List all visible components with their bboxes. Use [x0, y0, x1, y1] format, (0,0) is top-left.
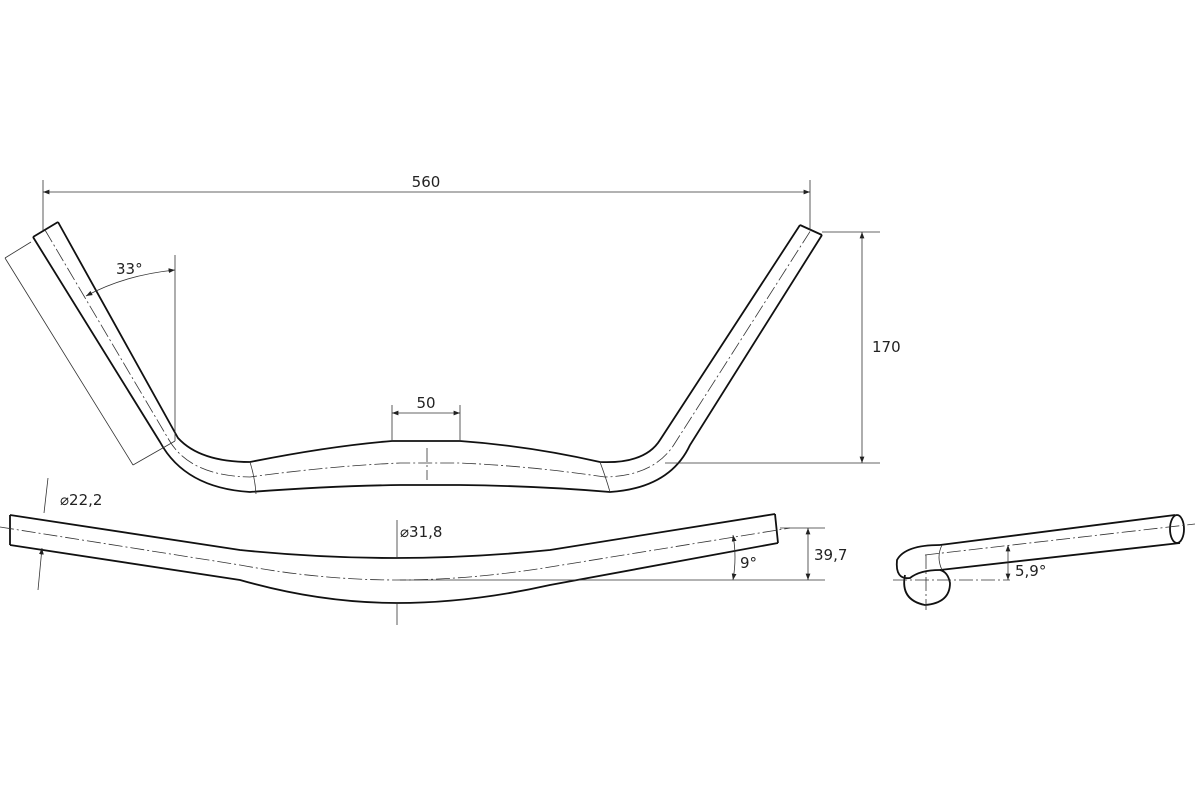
rise-extension-lines — [665, 231, 880, 464]
backsweep-angle-label: 9° — [740, 554, 757, 572]
front-view-tube-bottom — [9, 542, 779, 604]
width-label: 560 — [412, 173, 441, 191]
clamp-diameter-label: ⌀31,8 — [400, 523, 442, 541]
top-view-tube-outer-edge — [32, 234, 823, 493]
arm-length-dimension — [4, 241, 176, 466]
top-view-tube-inner-edge — [57, 221, 801, 464]
drop-extension-lines — [400, 527, 825, 581]
side-view-loop — [903, 569, 951, 606]
backsweep-angle-arc — [731, 534, 737, 581]
top-view-tube-ends — [32, 221, 823, 238]
bend-tangent-lines — [249, 461, 611, 495]
rise-label: 170 — [872, 338, 901, 356]
grip-diameter-label: ⌀22,2 — [60, 491, 102, 509]
angle-sweep-label: 33° — [116, 260, 143, 278]
side-view-tangent — [938, 544, 943, 571]
front-view-tube-ends — [9, 513, 779, 545]
front-view: ⌀31,8 ⌀22,2 39,7 9° — [0, 477, 847, 625]
side-view-tube — [939, 514, 1181, 571]
top-view: 560 170 50 33° — [4, 173, 901, 495]
side-view-bend — [895, 544, 941, 580]
side-view-centerlines — [893, 523, 1196, 610]
width-extension-lines — [42, 180, 811, 230]
tube-end-opening — [1169, 514, 1185, 544]
front-view-centerline — [0, 526, 791, 581]
grip-diameter-arrows — [38, 477, 48, 591]
angle-arc — [85, 268, 176, 297]
clamp-width-label: 50 — [416, 394, 435, 412]
top-view-centerline — [44, 229, 812, 478]
side-view: 5,9° — [893, 514, 1196, 610]
front-view-tube-top — [9, 513, 776, 559]
upsweep-angle-label: 5,9° — [1015, 562, 1046, 580]
drop-label: 39,7 — [814, 546, 847, 564]
